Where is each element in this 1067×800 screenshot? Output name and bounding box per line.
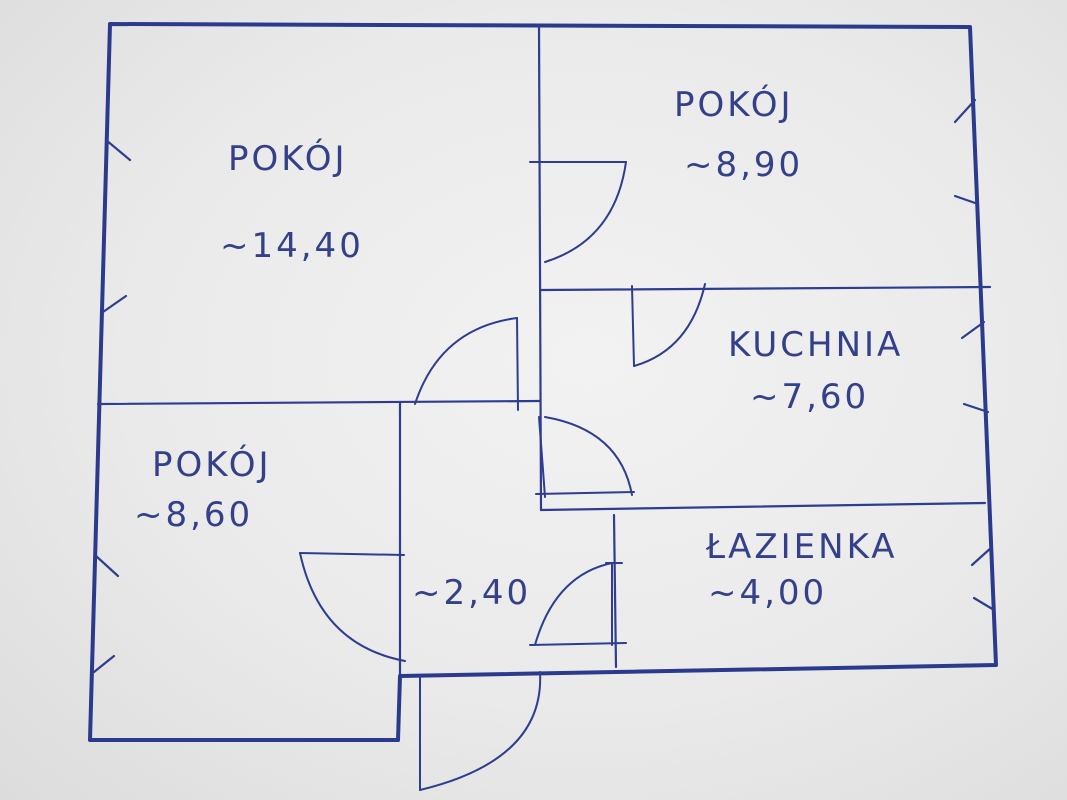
wall-corridor-kitchen: [539, 285, 992, 292]
window-mark: [960, 320, 986, 340]
window-mark: [972, 596, 996, 612]
wall-kitchen-bathroom: [539, 501, 987, 512]
door-kitchen-top: [631, 283, 706, 367]
room-labels: POKÓJ ~14,40 POKÓJ ~8,90 KUCHNIA ~7,60 P…: [134, 84, 903, 613]
doors: [299, 161, 706, 791]
room-area-label: ~2,40: [412, 573, 531, 613]
room-area-label: ~4,00: [708, 573, 827, 613]
door-entrance: [419, 671, 542, 791]
room-area-label: ~7,60: [750, 377, 869, 417]
window-mark: [962, 402, 990, 414]
window-mark: [104, 138, 132, 162]
window-mark: [970, 545, 994, 567]
door-room-8-90: [529, 161, 627, 263]
room-name-label: POKÓJ: [674, 84, 794, 125]
room-name-label: KUCHNIA: [728, 325, 903, 365]
door-bathroom: [529, 562, 627, 646]
room-name-label: POKÓJ: [152, 444, 272, 485]
door-kitchen-hall: [535, 416, 635, 498]
room-area-label: ~8,60: [134, 495, 253, 535]
window-mark: [94, 554, 120, 578]
wall-left-horizontal: [96, 399, 542, 406]
room-name-label: ŁAZIENKA: [705, 527, 898, 567]
window-mark: [953, 194, 980, 206]
wall-bathroom-left: [612, 513, 618, 669]
windows: [92, 98, 996, 674]
room-name-label: POKÓJ: [228, 138, 348, 179]
door-room-14-40: [414, 317, 519, 411]
window-mark: [92, 654, 116, 674]
window-mark: [953, 98, 977, 124]
door-room-8-60: [299, 552, 406, 662]
window-mark: [101, 294, 128, 314]
room-area-label: ~14,40: [220, 226, 364, 266]
room-area-label: ~8,90: [684, 145, 803, 185]
interior-walls: [96, 23, 992, 678]
